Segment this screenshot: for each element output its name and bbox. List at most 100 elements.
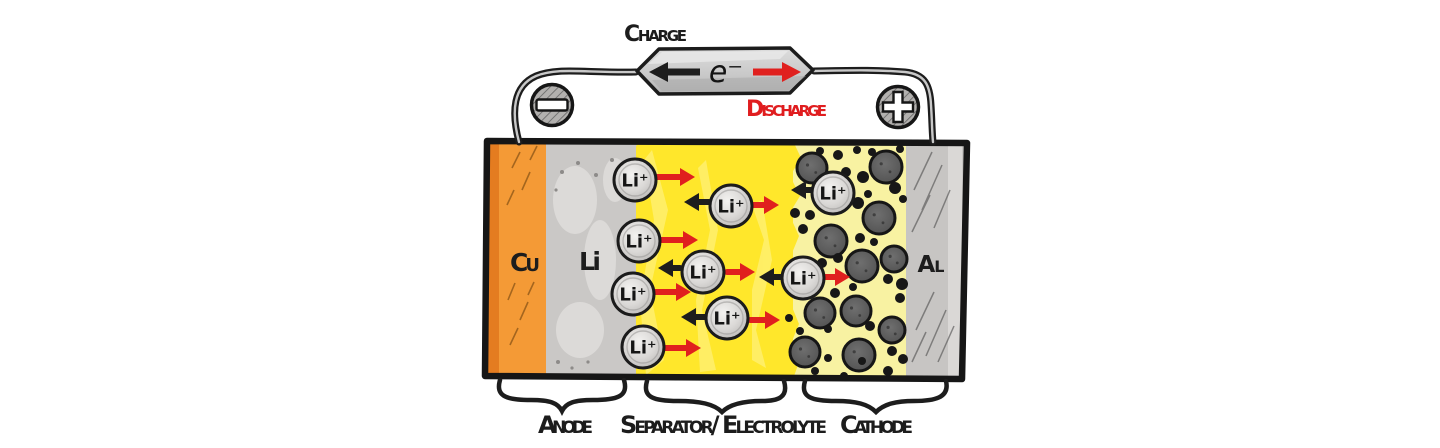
badge-shade xyxy=(652,76,806,91)
cathode-dot xyxy=(824,325,832,333)
cathode-dot xyxy=(811,367,819,375)
copper-hatch-texture xyxy=(506,145,538,346)
ion-flow-arrows xyxy=(652,168,850,357)
discharge-ion-arrow xyxy=(658,231,698,249)
discharge-ion-arrow xyxy=(660,339,701,357)
discharge-ion-arrow xyxy=(724,263,755,281)
battery-cell-layers xyxy=(485,141,967,379)
separator-brace xyxy=(643,378,788,416)
lithium-ion-label: Li⁺ xyxy=(619,285,646,306)
cathode-particle xyxy=(788,335,822,369)
cathode-dot xyxy=(883,274,893,284)
aluminum-edge-light xyxy=(948,141,962,379)
discharge-ion-arrow xyxy=(652,283,691,301)
battery-cell-frame xyxy=(481,137,971,383)
lithium-ion: Li⁺ xyxy=(616,218,662,264)
anode-brace xyxy=(496,377,628,417)
lithium-ion-label: Li⁺ xyxy=(629,338,656,359)
lithium-ion-label: Li⁺ xyxy=(689,263,716,284)
lithium-ion: Li⁺ xyxy=(620,324,666,370)
cathode-dot xyxy=(816,147,824,155)
lithium-ion: Li⁺ xyxy=(610,271,656,317)
cathode-dot xyxy=(889,182,901,194)
left-wire-core xyxy=(513,69,638,144)
lithium-ion: Li⁺ xyxy=(704,295,750,341)
electron-label: e⁻ xyxy=(709,55,743,90)
cathode-dot xyxy=(899,195,907,203)
circuit-wires xyxy=(511,66,937,146)
cathode-dot xyxy=(864,190,872,198)
cathode-particle xyxy=(803,296,837,330)
discharge-ion-arrow xyxy=(822,268,850,286)
cathode-particle xyxy=(877,315,907,345)
cathode-particle xyxy=(879,244,909,274)
cathode-dot xyxy=(852,197,864,209)
cathode-particle xyxy=(861,200,897,236)
lithium-ion-label: Li⁺ xyxy=(819,184,846,205)
cathode-dot xyxy=(798,224,808,234)
charge-ion-arrow xyxy=(684,193,712,211)
region-braces xyxy=(496,377,949,417)
cathode-dot xyxy=(883,366,893,376)
cathode-dot xyxy=(858,357,866,365)
minus-icon xyxy=(535,98,569,112)
cathode-dot xyxy=(824,354,832,362)
cathode-dot xyxy=(855,233,865,243)
cathode-particle xyxy=(839,294,873,328)
aluminum-hatch-texture xyxy=(911,151,955,363)
negative-terminal xyxy=(529,82,575,128)
cathode-dot xyxy=(830,288,840,298)
electron-flow-badge: e⁻ xyxy=(635,46,815,96)
cathode-dot xyxy=(796,327,804,335)
lithium-ion: Li⁺ xyxy=(612,157,658,203)
cathode-dot xyxy=(833,253,843,263)
cathode-dot xyxy=(857,171,869,183)
aluminum-label: Al xyxy=(918,252,945,278)
discharge-ion-arrow xyxy=(654,168,695,186)
cathode-label: Cathode xyxy=(840,411,914,439)
plus-icon xyxy=(881,90,915,124)
cathode-dot xyxy=(833,150,843,160)
cathode-dot xyxy=(849,283,857,291)
cathode-particle xyxy=(868,149,904,185)
cathode-dot xyxy=(896,278,908,290)
separator-electrolyte-label: Separator/ Electrolyte xyxy=(620,411,828,439)
charge-ion-arrow xyxy=(658,259,683,277)
cathode-dot xyxy=(805,210,815,220)
cathode-dot xyxy=(870,238,878,246)
cathode-dot xyxy=(896,145,904,153)
cathode-dot xyxy=(865,321,875,331)
lithium-ion-label: Li⁺ xyxy=(625,232,652,253)
charge-direction-arrow-icon xyxy=(649,62,668,82)
cathode-particle xyxy=(841,337,877,373)
right-wire-core xyxy=(812,69,935,144)
anode-label: Anode xyxy=(538,411,594,439)
cathode-particle xyxy=(844,248,880,284)
discharge-direction-arrow-icon xyxy=(782,62,801,82)
positive-terminal xyxy=(875,84,921,130)
lithium-ions: Li⁺ Li⁺ Li⁺ Li⁺ Li⁺ Li⁺ Li⁺ Li⁺ Li⁺ xyxy=(610,157,856,370)
cathode-particles xyxy=(788,149,909,373)
cathode-particle xyxy=(813,223,849,259)
lithium-speckles xyxy=(554,158,614,370)
discharge-label: Discharge xyxy=(746,97,828,122)
cathode-dot xyxy=(895,293,905,303)
cathode-dot xyxy=(790,208,800,218)
charge-ion-arrow xyxy=(759,268,784,286)
lithium-ion-label: Li⁺ xyxy=(621,171,648,192)
charge-ion-arrow xyxy=(681,308,708,326)
cathode-brace xyxy=(801,378,949,416)
lithium-label: Li xyxy=(579,247,601,276)
lithium-ion: Li⁺ xyxy=(708,183,754,229)
lithium-ion-label: Li⁺ xyxy=(717,197,744,218)
copper-label: Cu xyxy=(510,248,540,277)
cathode-dot xyxy=(898,354,908,364)
badge-highlight xyxy=(648,51,788,64)
discharge-ion-arrow xyxy=(750,196,779,214)
cathode-small-dots xyxy=(785,145,908,379)
lithium-ion-label: Li⁺ xyxy=(789,269,816,290)
charge-label: Charge xyxy=(624,22,688,47)
discharge-ion-arrow xyxy=(747,311,780,329)
